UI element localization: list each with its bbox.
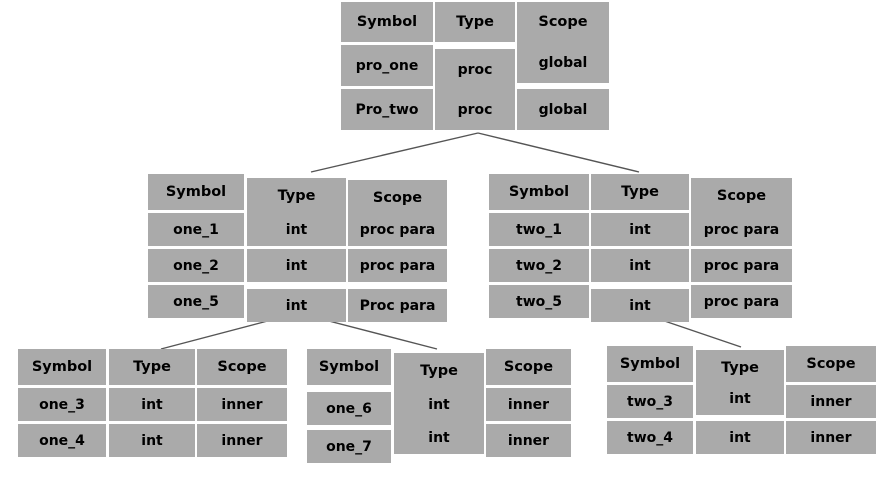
table-cell-symbol: two_1	[489, 213, 589, 246]
table-cell-type: int	[394, 421, 484, 454]
header-scope: Scope	[517, 2, 609, 42]
header-scope: Scope	[348, 180, 447, 216]
table-cell-symbol: one_2	[148, 249, 244, 282]
table-cell-type: int	[696, 382, 784, 415]
table-cell-symbol: two_2	[489, 249, 589, 282]
table-cell-symbol: pro_one	[341, 45, 433, 86]
table-cell-symbol: two_3	[607, 385, 693, 418]
symbol-table-level2-a: Symbol Type Scope one_3 int inner one_4 …	[18, 349, 287, 457]
table-cell-type: int	[109, 424, 195, 457]
table-cell-scope: inner	[197, 424, 287, 457]
table-cell-scope: inner	[486, 424, 571, 457]
header-scope: Scope	[486, 349, 571, 385]
table-cell-symbol: one_5	[148, 285, 244, 318]
table-cell-scope: global	[517, 42, 609, 83]
table-cell-type: int	[247, 213, 346, 246]
table-cell-scope: global	[517, 89, 609, 130]
table-cell-scope: inner	[786, 385, 876, 418]
table-cell-symbol: two_4	[607, 421, 693, 454]
table-cell-type: int	[247, 289, 346, 322]
table-cell-scope: inner	[486, 388, 571, 421]
header-symbol: Symbol	[148, 174, 244, 210]
table-cell-type: int	[591, 289, 689, 322]
table-cell-type: int	[109, 388, 195, 421]
header-scope: Scope	[691, 178, 792, 214]
symbol-table-level1-right: Symbol Type Scope two_1 int proc para tw…	[489, 174, 792, 322]
symbol-table-level1-left: Symbol Type Scope one_1 int proc para on…	[148, 174, 447, 322]
table-cell-symbol: one_7	[307, 430, 391, 463]
header-scope: Scope	[197, 349, 287, 385]
table-cell-symbol: one_1	[148, 213, 244, 246]
header-symbol: Symbol	[341, 2, 433, 42]
table-cell-symbol: one_3	[18, 388, 106, 421]
table-cell-scope: inner	[197, 388, 287, 421]
table-cell-scope: proc para	[348, 249, 447, 282]
table-cell-symbol: one_6	[307, 392, 391, 425]
table-cell-type: proc	[435, 89, 515, 130]
symbol-table-root: Symbol Type Scope pro_one proc global Pr…	[341, 2, 609, 130]
header-type: Type	[591, 174, 689, 210]
header-type: Type	[394, 353, 484, 389]
table-cell-symbol: one_4	[18, 424, 106, 457]
symbol-table-level2-b: Symbol Type Scope one_6 int inner one_7 …	[307, 349, 571, 463]
table-cell-symbol: Pro_two	[341, 89, 433, 130]
header-type: Type	[247, 178, 346, 214]
header-symbol: Symbol	[489, 174, 589, 210]
table-cell-type: int	[247, 249, 346, 282]
header-type: Type	[435, 2, 515, 42]
table-cell-scope: Proc para	[348, 289, 447, 322]
header-scope: Scope	[786, 346, 876, 382]
table-cell-scope: inner	[786, 421, 876, 454]
table-cell-type: int	[591, 249, 689, 282]
table-cell-symbol: two_5	[489, 285, 589, 318]
header-symbol: Symbol	[18, 349, 106, 385]
table-cell-type: int	[696, 421, 784, 454]
edge-root-to-l1-left	[310, 132, 479, 173]
symbol-table-level2-c: Symbol Type Scope two_3 int inner two_4 …	[607, 346, 876, 454]
header-symbol: Symbol	[607, 346, 693, 382]
header-type: Type	[696, 350, 784, 386]
table-cell-scope: proc para	[348, 213, 447, 246]
table-cell-type: int	[591, 213, 689, 246]
table-cell-scope: proc para	[691, 249, 792, 282]
edge-root-to-l1-right	[477, 132, 640, 173]
table-cell-scope: proc para	[691, 285, 792, 318]
table-cell-type: proc	[435, 49, 515, 90]
header-symbol: Symbol	[307, 349, 391, 385]
table-cell-scope: proc para	[691, 213, 792, 246]
table-cell-type: int	[394, 388, 484, 421]
header-type: Type	[109, 349, 195, 385]
